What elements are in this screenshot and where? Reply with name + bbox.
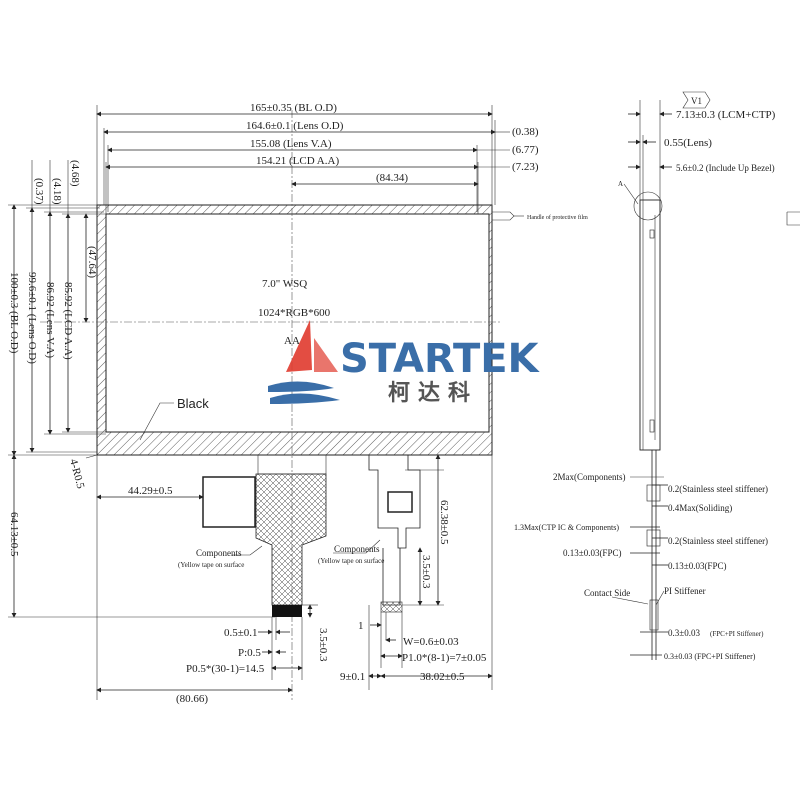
dim-fpc-offset: 44.29±0.5 (128, 485, 173, 497)
dim-35-right: 3.5±0.3 (420, 555, 432, 589)
side-ctp-ic: 1.3Max(CTP IC & Components) (514, 523, 619, 532)
dim-lens-od: 164.6±0.1 (Lens O.D) (246, 120, 344, 132)
startek-logo: STARTEK 柯达科 (268, 320, 541, 406)
dim-bottom-total: (80.66) (176, 693, 208, 705)
dim-r1: (0.38) (512, 126, 539, 138)
dim-left-lens-va: 86.92 (Lens V.A) (44, 282, 56, 358)
dim-pad-width: 0.5±0.1 (224, 627, 258, 639)
film-handle-label: Handle of protective film (527, 214, 588, 221)
left-dimensions (8, 160, 275, 618)
dim-left-lens-od: 99.6±0.1 (Lens O.D) (26, 272, 38, 364)
fpc-main (255, 473, 327, 606)
dim-p1: P1.0*(8-1)=7±0.05 (402, 652, 487, 664)
detail-a-circle (633, 191, 663, 221)
component-box-left (202, 476, 256, 528)
side-stiffener-2: 0.2(Stainless steel stiffener) (668, 536, 768, 546)
dim-6238: 62.38±0.5 (438, 500, 450, 545)
side-fpc-pi-2: 0.3±0.03 (FPC+PI Stiffener) (664, 652, 756, 661)
panel-size: 7.0" WSQ (262, 278, 307, 290)
tape-right-label: (Yellow tape on surface (318, 557, 384, 565)
side-pi: PI Stiffener (664, 586, 706, 596)
side-contact: Contact Side (584, 588, 630, 598)
dim-left-lcd-aa: 85.92 (LCD A.A) (62, 282, 74, 360)
side-fpc-pi-1: 0.3±0.03 (668, 628, 700, 638)
fpc-connector-contacts (272, 605, 302, 617)
side-soliding: 0.4Max(Soliding) (668, 503, 732, 513)
fpc-right-contacts (380, 601, 403, 613)
side-lcm-ctp: 7.13±0.3 (LCM+CTP) (676, 109, 776, 121)
dim-pitch: P:0.5 (238, 647, 261, 659)
dim-lens-va: 155.08 (Lens V.A) (250, 138, 332, 150)
dim-left-bl-od: 100±0.3 (BL O.D) (8, 272, 20, 354)
side-fpc-2: 0.13±0.03(FPC) (668, 561, 726, 571)
panel-aa: AA (284, 335, 300, 347)
dim-bl-od: 165±0.35 (BL O.D) (250, 102, 337, 114)
components-right-label: Components (334, 544, 380, 554)
panel-resolution: 1024*RGB*600 (258, 307, 331, 319)
component-box-right (387, 491, 413, 513)
panel-black-label: Black (177, 396, 209, 411)
side-view (611, 91, 800, 660)
logo-sail-icon (286, 320, 312, 372)
side-v1: V1 (691, 96, 702, 106)
dim-one: 1 (358, 620, 364, 632)
dim-r3: (7.23) (512, 161, 539, 173)
dim-3802: 38.02±0.5 (420, 671, 465, 683)
dim-4764: (47.64) (86, 246, 98, 278)
dim-fpc-length: 64.13±0.5 (8, 512, 20, 557)
side-fpc-pi-1b: (FPC+PI Stiffener) (710, 630, 764, 638)
dim-corner-radius: 4-R0.5 (67, 458, 87, 491)
dim-lcd-aa: 154.21 (LCD A.A) (256, 155, 339, 167)
dim-418: (4.18) (51, 178, 63, 205)
dim-r2: (6.77) (512, 144, 539, 156)
dim-w: W=0.6±0.03 (403, 636, 459, 648)
dim-35-fpc: 3.5±0.3 (317, 628, 329, 662)
logo-cn: 柯达科 (388, 380, 478, 406)
side-bezel: 5.6±0.2 (Include Up Bezel) (676, 163, 775, 173)
dim-center-offset: (84.34) (376, 172, 408, 184)
dim-pitch-total: P0.5*(30-1)=14.5 (186, 663, 265, 675)
logo-name: STARTEK (340, 336, 541, 382)
side-components: 2Max(Components) (553, 472, 626, 482)
top-dimensions (96, 105, 510, 214)
dim-468: (4.68) (69, 160, 81, 187)
side-stiffener-1: 0.2(Stainless steel stiffener) (668, 484, 768, 494)
dim-9: 9±0.1 (340, 671, 365, 683)
fpc-dimensions (96, 454, 493, 700)
components-left-label: Components (196, 548, 242, 558)
side-lens: 0.55(Lens) (664, 137, 712, 149)
fpc-tail (202, 454, 421, 617)
tape-left-label: (Yellow tape on surface (178, 561, 244, 569)
side-label-a: A (618, 180, 623, 188)
dim-037: (0.37) (33, 178, 45, 205)
side-fpc-1: 0.13±0.03(FPC) (563, 548, 621, 558)
